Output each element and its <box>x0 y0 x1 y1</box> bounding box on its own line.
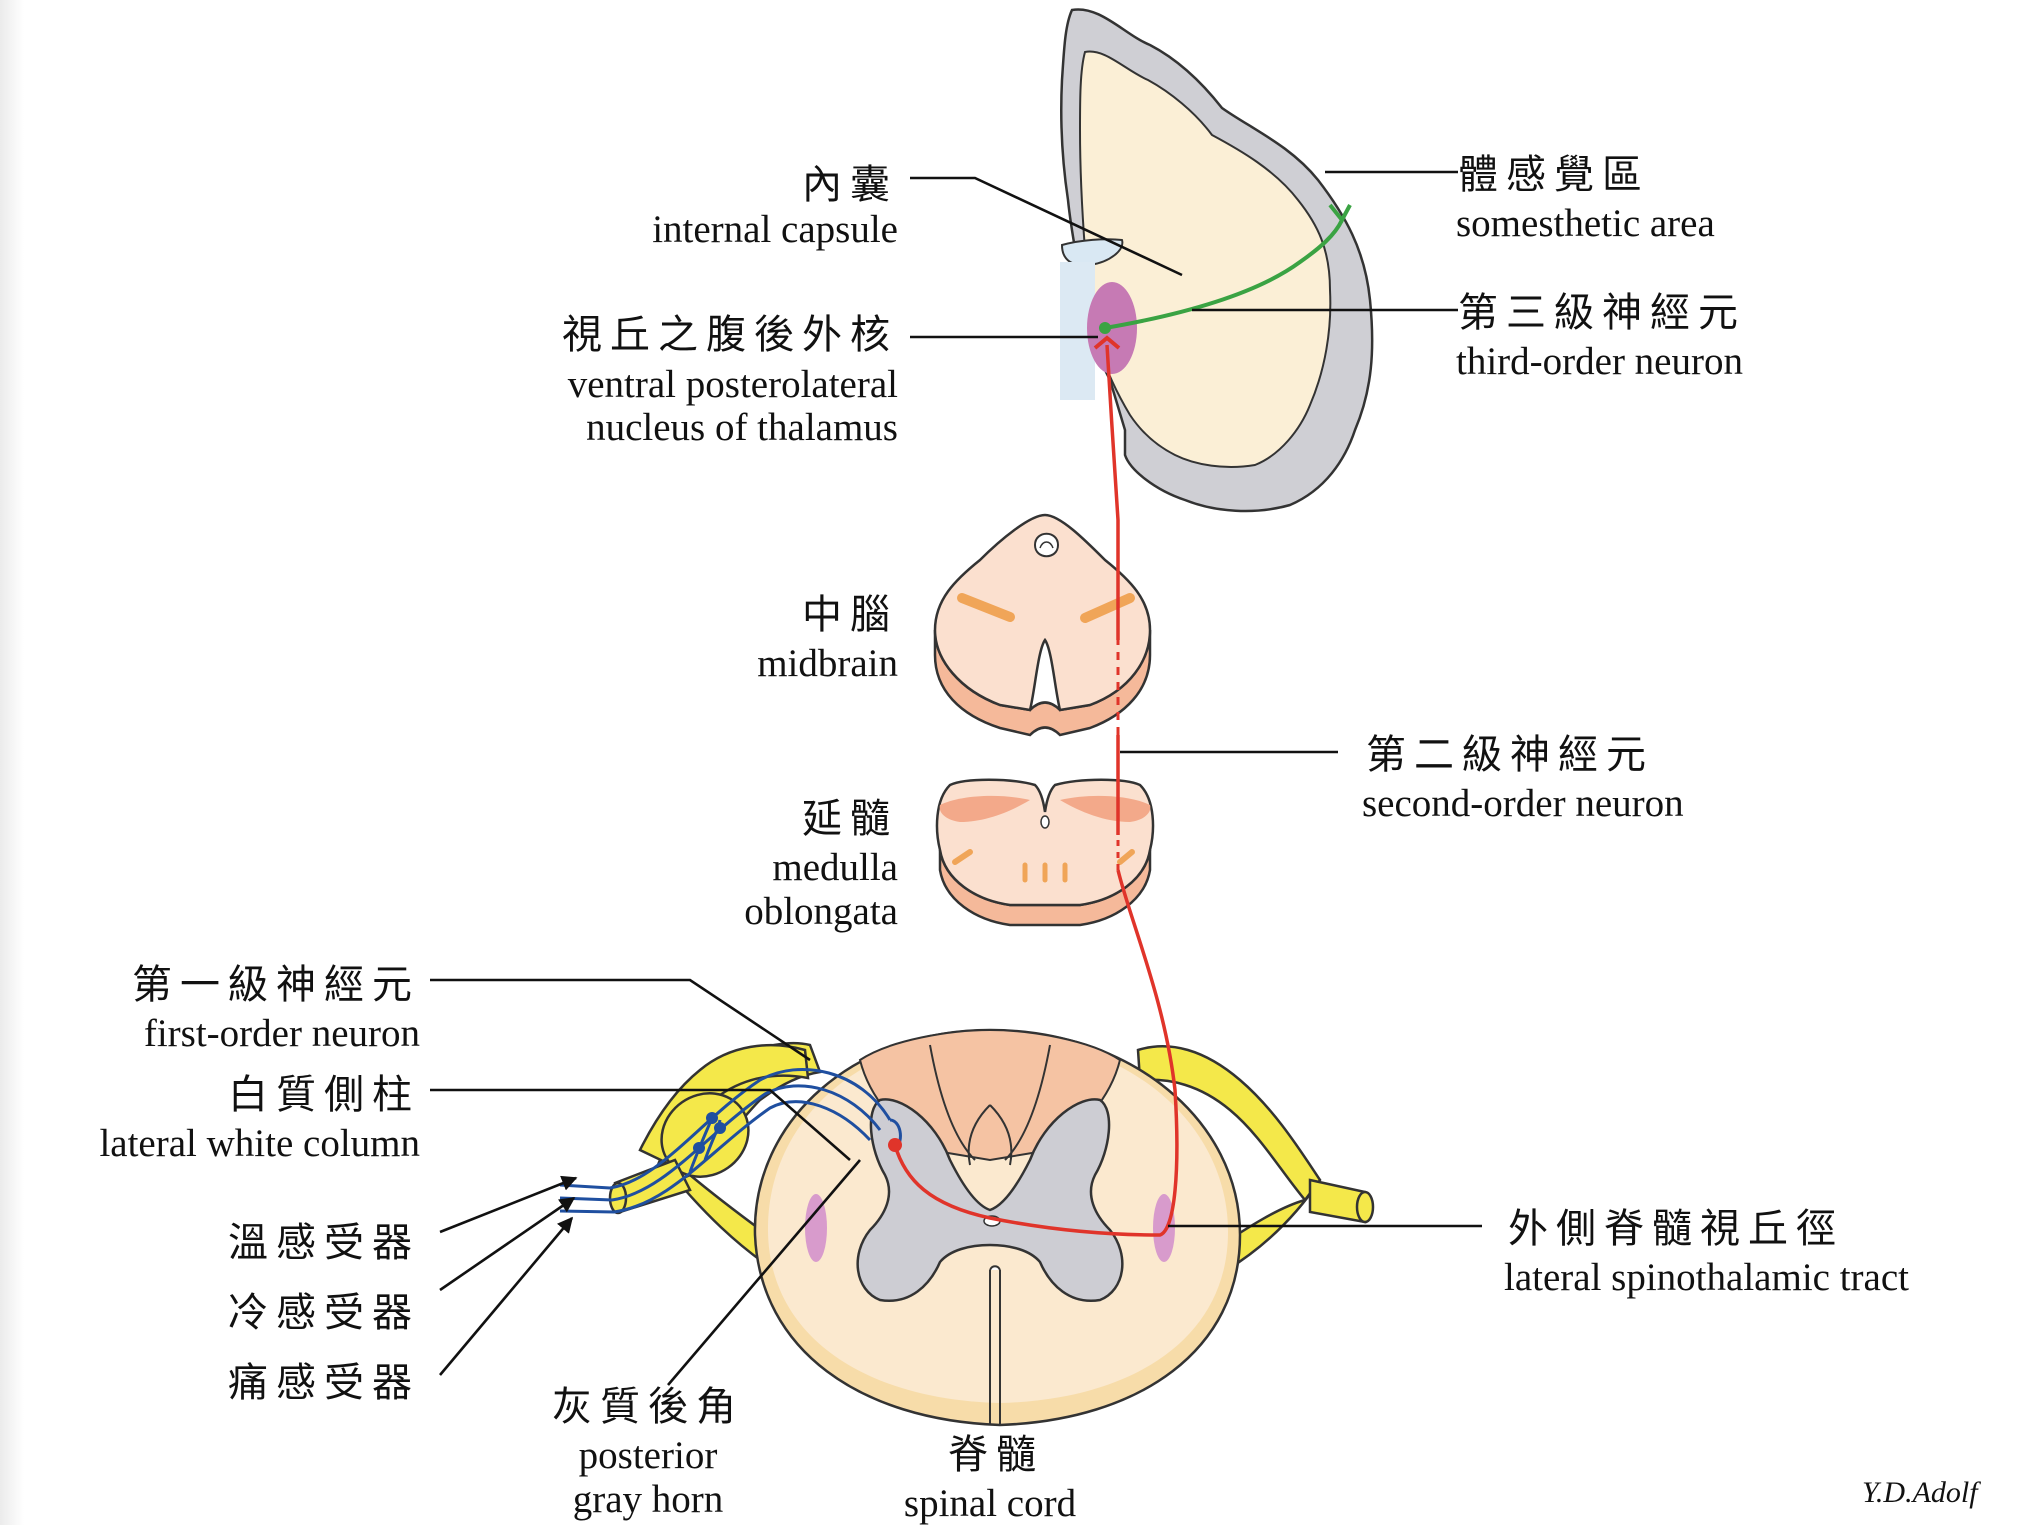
svg-text:視丘之腹後外核: 視丘之腹後外核 <box>562 312 898 358</box>
svg-text:痛感受器: 痛感受器 <box>228 1360 420 1406</box>
medulla-section <box>937 780 1153 925</box>
first-order-cell-body <box>693 1142 705 1154</box>
label-somesthetic-area: 體感覺區 somesthetic area <box>1456 152 1715 245</box>
svg-text:內囊: 內囊 <box>802 162 898 208</box>
svg-text:第一級神經元: 第一級神經元 <box>132 962 420 1008</box>
medulla-central-canal <box>1041 816 1049 828</box>
label-pain-receptor: 痛感受器 <box>228 1360 420 1406</box>
svg-text:白質側柱: 白質側柱 <box>228 1072 420 1118</box>
svg-text:體感覺區: 體感覺區 <box>1458 152 1650 198</box>
svg-text:internal capsule: internal capsule <box>652 208 898 251</box>
svg-text:lateral white column: lateral white column <box>99 1122 420 1165</box>
label-medulla-oblongata: 延髓 medulla oblongata <box>744 796 898 933</box>
svg-text:midbrain: midbrain <box>757 642 898 685</box>
svg-text:ventral posterolateral: ventral posterolateral <box>568 363 898 406</box>
svg-text:medulla: medulla <box>772 846 898 889</box>
label-second-order-neuron: 第二級神經元 second-order neuron <box>1362 732 1684 825</box>
label-spinal-cord: 脊髓 spinal cord <box>904 1432 1077 1525</box>
svg-text:延髓: 延髓 <box>802 796 898 842</box>
cerebrum-section <box>1060 9 1372 511</box>
svg-text:somesthetic area: somesthetic area <box>1456 202 1715 245</box>
svg-text:spinal cord: spinal cord <box>904 1482 1077 1525</box>
svg-text:second-order neuron: second-order neuron <box>1362 782 1684 825</box>
svg-text:冷感受器: 冷感受器 <box>228 1290 420 1336</box>
label-internal-capsule: 內囊 internal capsule <box>652 162 898 251</box>
third-order-neuron-cell-body <box>1099 322 1111 334</box>
svg-text:灰質後角: 灰質後角 <box>552 1384 744 1430</box>
label-vpl-nucleus: 視丘之腹後外核 ventral posterolateral nucleus o… <box>562 312 898 449</box>
label-midbrain: 中腦 midbrain <box>757 592 898 685</box>
artist-signature: Y.D.Adolf <box>1862 1476 1981 1509</box>
svg-text:第二級神經元: 第二級神經元 <box>1366 732 1654 778</box>
svg-text:脊髓: 脊髓 <box>948 1432 1044 1478</box>
label-posterior-gray-horn: 灰質後角 posterior gray horn <box>552 1384 744 1521</box>
svg-text:外側脊髓視丘徑: 外側脊髓視丘徑 <box>1508 1206 1844 1252</box>
label-cold-receptor: 冷感受器 <box>228 1290 420 1336</box>
label-warm-receptor: 溫感受器 <box>228 1220 420 1266</box>
svg-text:第三級神經元: 第三級神經元 <box>1458 290 1746 336</box>
svg-text:lateral spinothalamic tract: lateral spinothalamic tract <box>1504 1256 1909 1299</box>
svg-text:third-order neuron: third-order neuron <box>1456 340 1743 383</box>
svg-text:gray horn: gray horn <box>573 1478 724 1521</box>
svg-text:oblongata: oblongata <box>744 890 898 933</box>
first-order-cell-body <box>714 1122 726 1134</box>
label-first-order-neuron: 第一級神經元 first-order neuron <box>132 962 420 1055</box>
svg-text:中腦: 中腦 <box>802 592 898 638</box>
cerebral-aqueduct <box>1035 534 1058 557</box>
label-lateral-white-column: 白質側柱 lateral white column <box>99 1072 420 1165</box>
svg-text:溫感受器: 溫感受器 <box>228 1220 420 1266</box>
first-order-cell-body <box>706 1112 718 1124</box>
label-lateral-spinothalamic-tract: 外側脊髓視丘徑 lateral spinothalamic tract <box>1504 1206 1909 1299</box>
svg-text:first-order neuron: first-order neuron <box>144 1012 420 1055</box>
svg-text:posterior: posterior <box>579 1434 718 1477</box>
svg-text:nucleus of thalamus: nucleus of thalamus <box>586 406 898 449</box>
label-third-order-neuron: 第三級神經元 third-order neuron <box>1456 290 1746 383</box>
right-spinal-nerve-end <box>1357 1192 1373 1222</box>
